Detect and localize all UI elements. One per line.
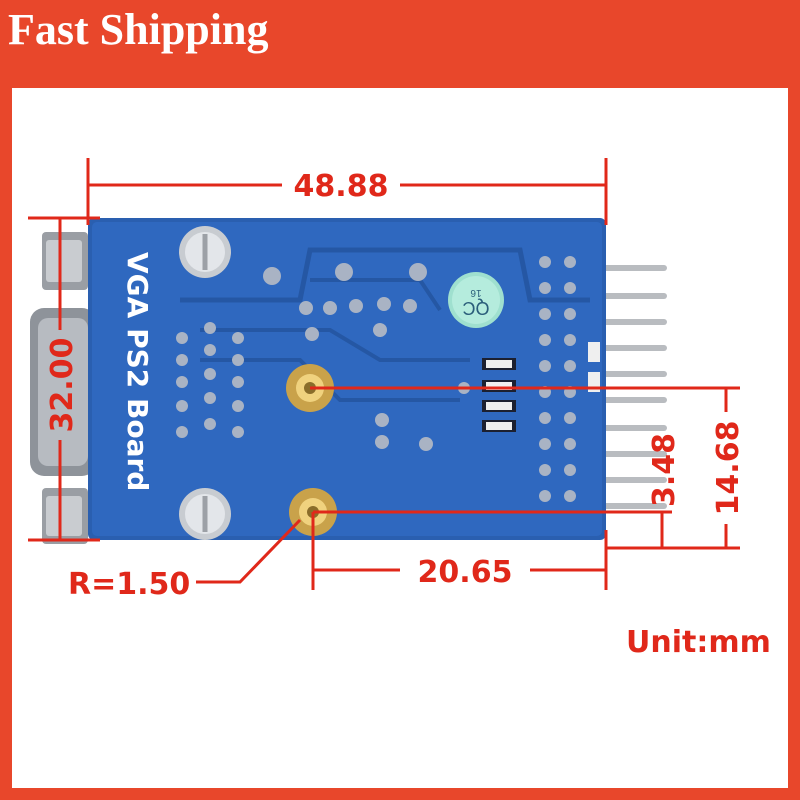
- qc-sticker: 16 QC: [448, 272, 504, 328]
- dimension-height: [28, 216, 100, 542]
- fast-shipping-text: Fast Shipping: [8, 5, 269, 54]
- pad-grid-left: [176, 322, 244, 438]
- dimension-hole-offsets: [310, 386, 740, 550]
- vga-connector: [30, 232, 96, 544]
- radius-leader: [196, 518, 302, 584]
- dimension-width: [86, 158, 608, 225]
- vias: [263, 263, 470, 451]
- dimension-height-label: 32.00: [45, 338, 80, 433]
- dimension-hole-offset-large-label: 14.68: [711, 421, 746, 516]
- unit-label: Unit:mm: [626, 625, 771, 660]
- dimension-hole-offset-small-label: 3.48: [647, 433, 682, 507]
- qc-sub-text: 16: [470, 287, 482, 298]
- dimension-width-label: 48.88: [294, 169, 389, 204]
- screw-bottom: [179, 488, 231, 540]
- fast-shipping-badge: Fast Shipping: [0, 0, 300, 70]
- pad-grid-right: [539, 256, 576, 502]
- qc-text: QC: [462, 298, 489, 318]
- board-label: VGA PS2 Board: [121, 252, 154, 491]
- dimension-hole-distance-label: 20.65: [418, 555, 513, 590]
- dimension-hole-distance: [311, 512, 608, 590]
- radius-label: R=1.50: [68, 567, 190, 602]
- pin-header: [597, 265, 667, 509]
- screw-top: [179, 226, 231, 278]
